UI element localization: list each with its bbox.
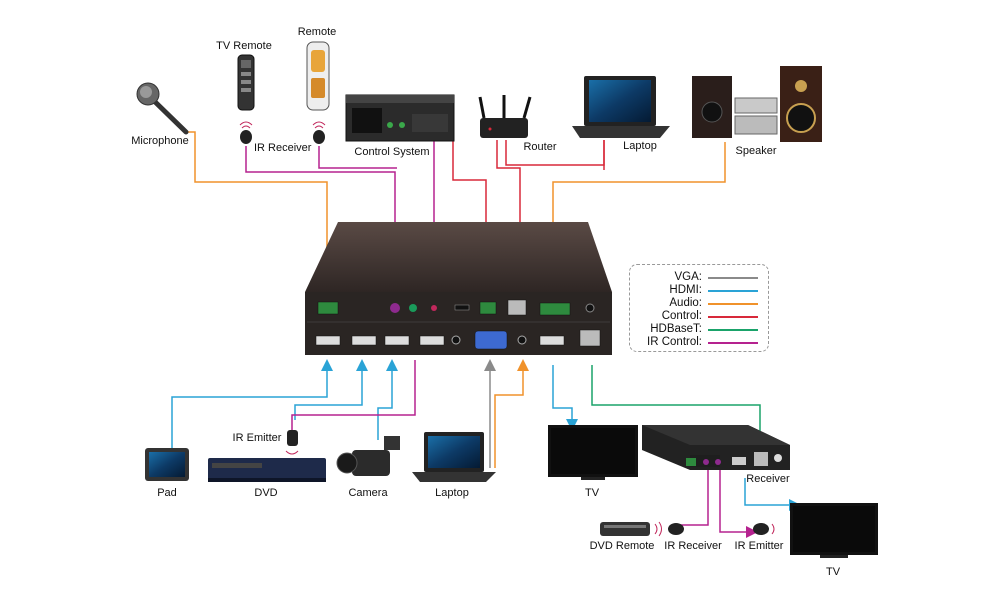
tv-bottom bbox=[790, 503, 878, 558]
dvd-remote bbox=[600, 521, 662, 537]
legend-item-ir-control: IR Control: bbox=[630, 336, 770, 349]
label-tv-remote: TV Remote bbox=[216, 40, 272, 52]
label-pad: Pad bbox=[157, 487, 177, 499]
pad-hdmi-line bbox=[171, 359, 333, 448]
control-system bbox=[345, 94, 455, 142]
ir-receiver-bottom-device bbox=[668, 523, 684, 535]
legend-swatch bbox=[708, 303, 758, 305]
legend-swatch bbox=[708, 290, 758, 292]
label-tv-mid: TV bbox=[584, 487, 600, 499]
legend-item-audio: Audio: bbox=[630, 297, 770, 310]
microphone-audio-line bbox=[185, 131, 333, 298]
microphone bbox=[136, 82, 189, 135]
legend-label: HDMI: bbox=[669, 284, 702, 296]
router bbox=[478, 95, 532, 138]
legend-label: Control: bbox=[661, 310, 702, 322]
hdbaset-line bbox=[591, 365, 766, 458]
dvd-hdmi-line bbox=[294, 359, 368, 420]
tv-mid bbox=[548, 425, 638, 480]
legend-item-hdmi: HDMI: bbox=[630, 284, 770, 297]
presentation-switcher bbox=[305, 222, 612, 355]
label-control-system: Control System bbox=[354, 146, 430, 158]
ir-receiver-line-2 bbox=[318, 146, 397, 169]
label-ir-receiver-top: IR Receiver bbox=[254, 142, 312, 154]
legend-label: VGA: bbox=[674, 271, 702, 283]
speaker bbox=[692, 66, 822, 142]
legend-item-control: Control: bbox=[630, 310, 770, 323]
label-remote: Remote bbox=[297, 26, 337, 38]
pad bbox=[145, 448, 189, 481]
tv-remote bbox=[237, 54, 255, 111]
legend-swatch bbox=[708, 329, 758, 331]
receiver-ir-tx-line bbox=[719, 460, 758, 538]
legend-label: Audio: bbox=[669, 297, 702, 309]
label-ir-receiver-bottom: IR Receiver bbox=[664, 540, 722, 552]
connection-lines bbox=[171, 131, 801, 538]
label-microphone: Microphone bbox=[131, 135, 189, 147]
laptop-top bbox=[572, 76, 670, 138]
tv-hdmi-line bbox=[552, 365, 578, 431]
legend: VGA: HDMI: Audio: Control: HDBaseT: IR C… bbox=[629, 264, 769, 352]
legend-item-hdbaset: HDBaseT: bbox=[630, 323, 770, 336]
label-tv-bottom: TV bbox=[825, 566, 841, 578]
receiver-ir-rx-line bbox=[680, 454, 714, 526]
dvd-player bbox=[208, 458, 326, 482]
label-speaker: Speaker bbox=[735, 145, 777, 157]
ir-emitter-bottom-device bbox=[753, 523, 775, 535]
legend-item-vga: VGA: bbox=[630, 271, 770, 284]
laptop-audio-line bbox=[494, 359, 529, 468]
laptop-bottom bbox=[412, 432, 496, 482]
receiver-tv-line bbox=[744, 478, 801, 511]
label-ir-emitter-bottom: IR Emitter bbox=[734, 540, 784, 552]
legend-swatch bbox=[708, 342, 758, 344]
remote bbox=[306, 41, 330, 111]
label-ir-emitter-left: IR Emitter bbox=[232, 432, 282, 444]
legend-swatch bbox=[708, 277, 758, 279]
camera-hdmi-line bbox=[377, 359, 398, 440]
label-dvd-remote: DVD Remote bbox=[589, 540, 655, 552]
label-receiver: Receiver bbox=[746, 473, 790, 485]
label-laptop-top: Laptop bbox=[623, 140, 657, 152]
legend-label: IR Control: bbox=[647, 336, 702, 348]
legend-swatch bbox=[708, 316, 758, 318]
legend-label: HDBaseT: bbox=[650, 323, 702, 335]
ir-emitter-left-device bbox=[285, 430, 299, 455]
label-router: Router bbox=[523, 141, 557, 153]
label-laptop-bottom: Laptop bbox=[435, 487, 469, 499]
ir-emitter-line bbox=[291, 360, 416, 430]
label-dvd: DVD bbox=[254, 487, 278, 499]
label-camera: Camera bbox=[348, 487, 388, 499]
ir-receiver-top-devices bbox=[239, 121, 326, 144]
receiver bbox=[642, 425, 790, 470]
camera bbox=[336, 436, 400, 476]
